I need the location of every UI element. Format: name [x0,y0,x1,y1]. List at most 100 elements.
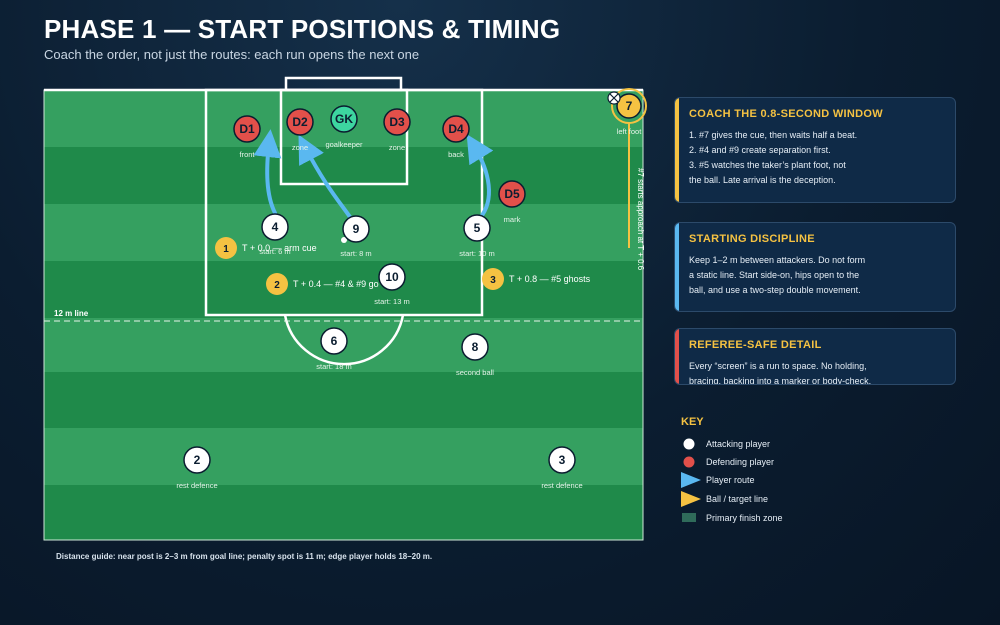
panel-line: bracing, backing into a marker or body-c… [689,376,872,385]
defender-d4: D4 back [442,115,470,159]
panel-title: REFEREE-SAFE DETAIL [689,339,822,351]
panel-accent-bar [675,98,679,202]
defender-caption: back [448,150,464,159]
attacker-8: 8 second ball [456,333,494,377]
page-subtitle: Coach the order, not just the routes: ea… [44,47,420,62]
taker-7: 7 left foot [611,88,647,136]
panel-starting-discipline: STARTING DISCIPLINE Keep 1–2 m between a… [674,222,956,312]
key-item-attacking: Attacking player [681,436,770,452]
attacker-10: 10 start: 13 m [374,263,410,306]
timing-label: T + 0.4 — #4 & #9 go [293,279,379,289]
key-title: KEY [681,416,704,428]
attacker-9: 9 start: 8 m [340,215,372,258]
attacker-caption: start: 8 m [340,249,371,258]
timing-marker-3: 3 T + 0.8 — #5 ghosts [482,268,591,290]
defender-d5: D5 mark [498,180,526,224]
key-label: Ball / target line [706,494,769,504]
svg-text:D5: D5 [504,187,520,201]
key-label: Player route [706,475,755,485]
panel-timing-window: COACH THE 0.8-SECOND WINDOW 1. #7 gives … [674,97,956,203]
panel-accent-bar [675,329,679,384]
svg-text:8: 8 [472,340,479,354]
timing-label: T + 0.0 — arm cue [242,243,317,253]
timing-marker-2: 2 T + 0.4 — #4 & #9 go [266,273,379,295]
panel-line: 3. #5 watches the taker’s plant foot, no… [689,160,846,170]
svg-text:2: 2 [274,280,280,291]
panel-line: ball, and use a two-step double movement… [689,285,861,295]
panel-title: COACH THE 0.8-SECOND WINDOW [689,108,883,120]
attacker-2: 2 rest defence [176,446,218,490]
svg-text:3: 3 [559,453,566,467]
key-item-route: Player route [681,472,755,488]
svg-text:1: 1 [223,244,229,255]
panel-line: Every “screen” is a run to space. No hol… [689,361,867,371]
attacker-caption: second ball [456,368,494,377]
ball-target-line-icon [681,491,701,507]
defender-caption: zone [389,143,405,152]
svg-text:2: 2 [194,453,201,467]
taker-caption: left foot [617,127,643,136]
route-5 [466,134,494,220]
timing-marker-1: 1 T + 0.0 — arm cue [215,237,317,259]
svg-text:3: 3 [490,275,496,286]
defender-caption: front [239,150,255,159]
svg-text:6: 6 [331,334,338,348]
key-label: Attacking player [706,439,771,449]
panel-line: Keep 1–2 m between attackers. Do not for… [689,255,866,265]
defender-d1: D1 front [233,115,261,159]
attacker-caption: rest defence [176,481,217,490]
svg-text:9: 9 [353,222,360,236]
attacker-caption: start: 10 m [459,249,494,258]
defender-caption: zone [292,143,308,152]
attacker-caption: start: 13 m [374,297,409,306]
defender-caption: mark [504,215,521,224]
panel-line: a static line. Start side-on, hips open … [689,270,860,280]
distance-guide-footnote: Distance guide: near post is 2–3 m from … [56,552,433,561]
key-label: Primary finish zone [706,513,783,523]
attacker-caption: start: 18 m [316,362,351,371]
attacker-6: 6 start: 18 m [316,327,352,371]
panel-accent-bar [675,223,679,311]
key-item-finish-zone: Primary finish zone [681,510,783,526]
penalty-arc [283,314,405,366]
taker-approach-note: #7 starts approach at T + 0.6 [636,168,645,271]
penalty-spot [341,237,347,243]
svg-text:D4: D4 [448,122,464,136]
route-9 [298,134,352,219]
route-4 [253,129,282,215]
defending-player-icon [681,454,701,470]
goalkeeper-caption: goalkeeper [325,140,363,149]
ball-icon [607,91,621,105]
svg-text:10: 10 [385,270,399,284]
defender-d2: D2 zone [286,108,314,152]
svg-text:D1: D1 [239,122,255,136]
svg-text:5: 5 [474,221,481,235]
panel-referee-safe: REFEREE-SAFE DETAIL Every “screen” is a … [674,328,956,385]
page-title: PHASE 1 — START POSITIONS & TIMING [44,14,561,44]
attacking-player-icon [681,436,701,452]
panel-line: 1. #7 gives the cue, then waits half a b… [689,130,858,140]
attacker-caption: start: 6 m [259,247,290,256]
twelve-metre-label: 12 m line [54,309,89,318]
key-item-ball-line: Ball / target line [681,491,768,507]
key-item-defending: Defending player [681,454,774,470]
goal-frame [284,76,403,92]
player-route-icon [681,472,701,488]
panel-title: STARTING DISCIPLINE [689,233,815,245]
svg-text:D3: D3 [389,115,405,129]
key-label: Defending player [706,457,775,467]
svg-text:7: 7 [626,99,633,113]
panel-line: 2. #4 and #9 create separation first. [689,145,831,155]
attacker-caption: rest defence [541,481,582,490]
timing-label: T + 0.8 — #5 ghosts [509,274,591,284]
panel-line: the ball. Late arrival is the deception. [689,175,836,185]
svg-text:GK: GK [335,112,353,126]
goalkeeper: GK goalkeeper [325,105,363,149]
attacker-5: 5 start: 10 m [459,214,495,258]
attacker-4: 4 start: 6 m [259,213,291,256]
finish-zone-icon [681,510,701,526]
defender-d3: D3 zone [383,108,411,152]
svg-text:4: 4 [272,220,279,234]
attacker-3: 3 rest defence [541,446,583,490]
